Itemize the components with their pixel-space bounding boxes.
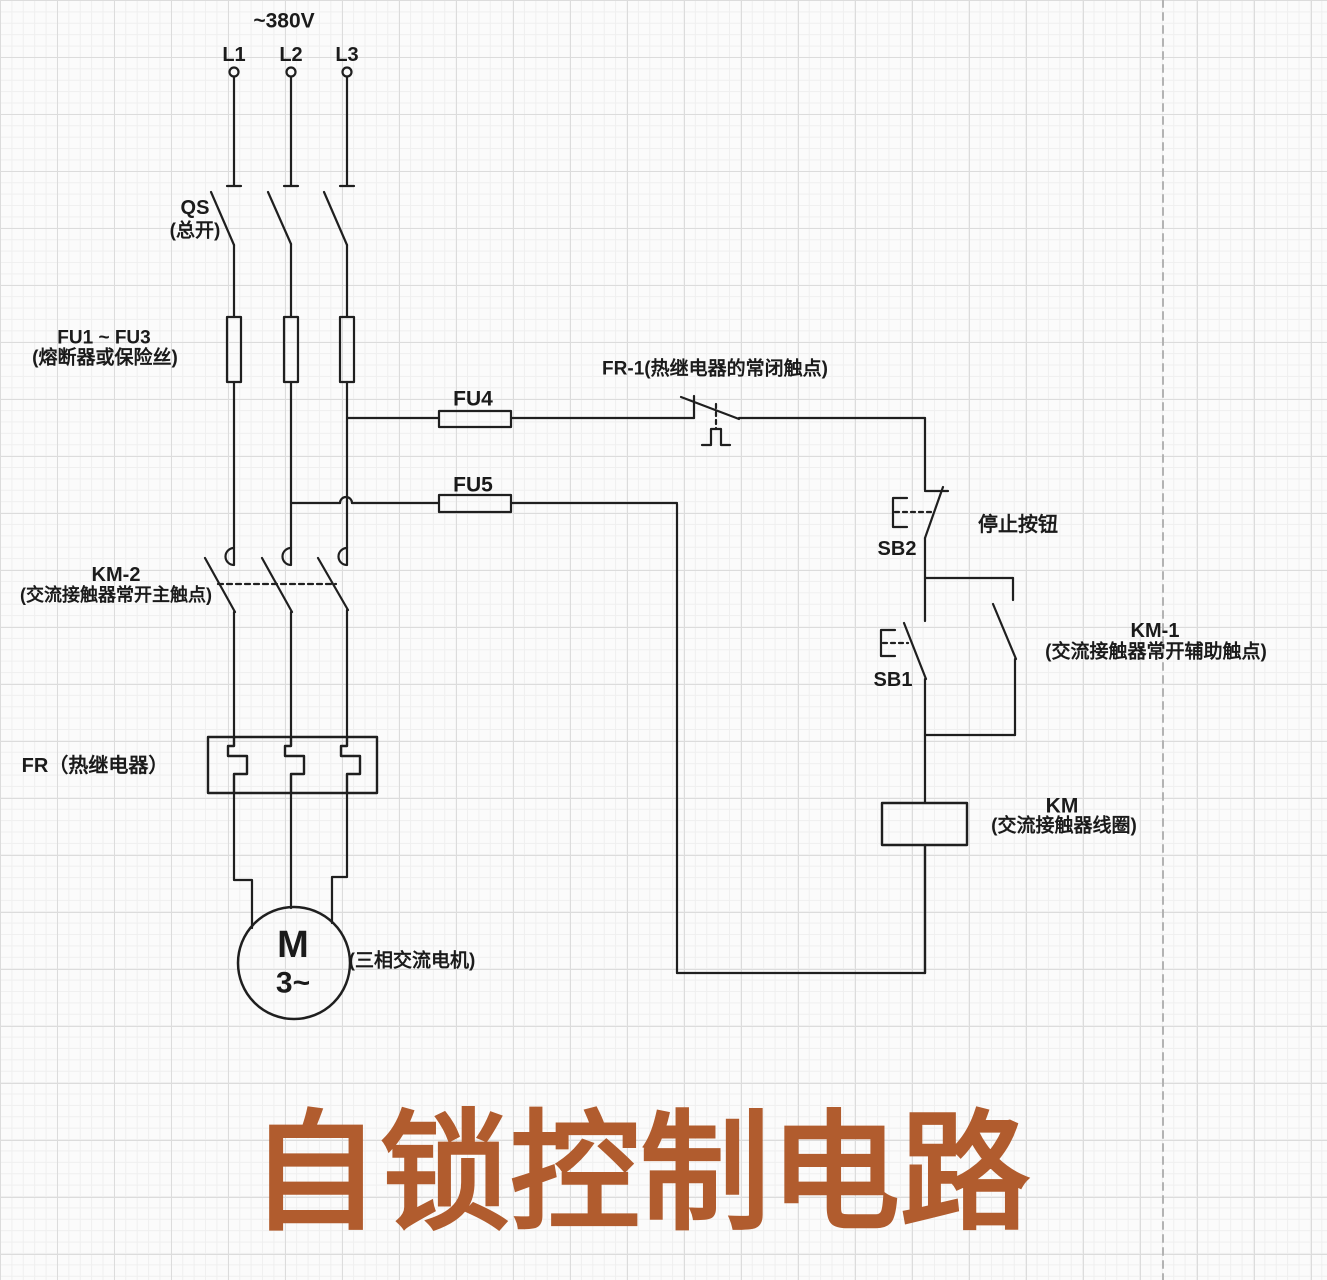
fr1-label: FR-1(热继电器的常闭触点) (602, 358, 828, 380)
fu5-label: FU5 (453, 473, 493, 497)
sb1-button-symbol (879, 621, 928, 805)
qs-label: QS (180, 197, 210, 219)
km1-desc-label: (交流接触器常开辅助触点) (1045, 641, 1267, 663)
km2-desc-label: (交流接触器常开主触点) (20, 585, 212, 606)
main-fuses-symbol (225, 315, 356, 550)
sb2-label: SB2 (877, 538, 917, 560)
motor-phase-label: 3~ (275, 966, 311, 1000)
fu-main-label: FU1 ~ FU3 (57, 327, 151, 349)
fr-heater-symbol (206, 735, 379, 795)
page-title: 自锁控制电路 (249, 1100, 1031, 1246)
power-terminals-symbol (225, 66, 356, 188)
fr-label: FR（热继电器） (21, 755, 169, 777)
motor-desc-label: (三相交流电机) (348, 950, 476, 972)
km-coil-desc-label: (交流接触器线圈) (991, 815, 1137, 837)
phase-l3-label: L3 (335, 44, 359, 66)
qs-switch-symbol (209, 190, 349, 319)
motor-symbol (236, 905, 352, 1021)
fu4-label: FU4 (453, 387, 493, 411)
stop-button-desc-label: 停止按钮 (978, 514, 1058, 536)
phase-l1-label: L1 (222, 44, 246, 66)
motor-leads (232, 791, 349, 930)
sb2-button-symbol (891, 485, 950, 623)
fu5-symbol (289, 493, 927, 975)
km-coil-label: KM (1045, 794, 1079, 818)
km2-label: KM-2 (91, 564, 141, 586)
km-coil-symbol (880, 801, 969, 975)
voltage-label: ~380V (253, 9, 315, 33)
fu-main-desc-label: (熔断器或保险丝) (32, 347, 178, 369)
km1-contact-symbol (923, 576, 1018, 737)
fr1-contact-symbol (679, 394, 927, 492)
fu4-symbol (345, 409, 696, 429)
km2-contacts-symbol (203, 546, 350, 739)
km1-label: KM-1 (1130, 620, 1180, 642)
sb1-label: SB1 (873, 669, 913, 691)
phase-l2-label: L2 (279, 44, 303, 66)
qs-desc-label: (总开) (169, 220, 221, 242)
motor-m-label: M (277, 924, 309, 967)
